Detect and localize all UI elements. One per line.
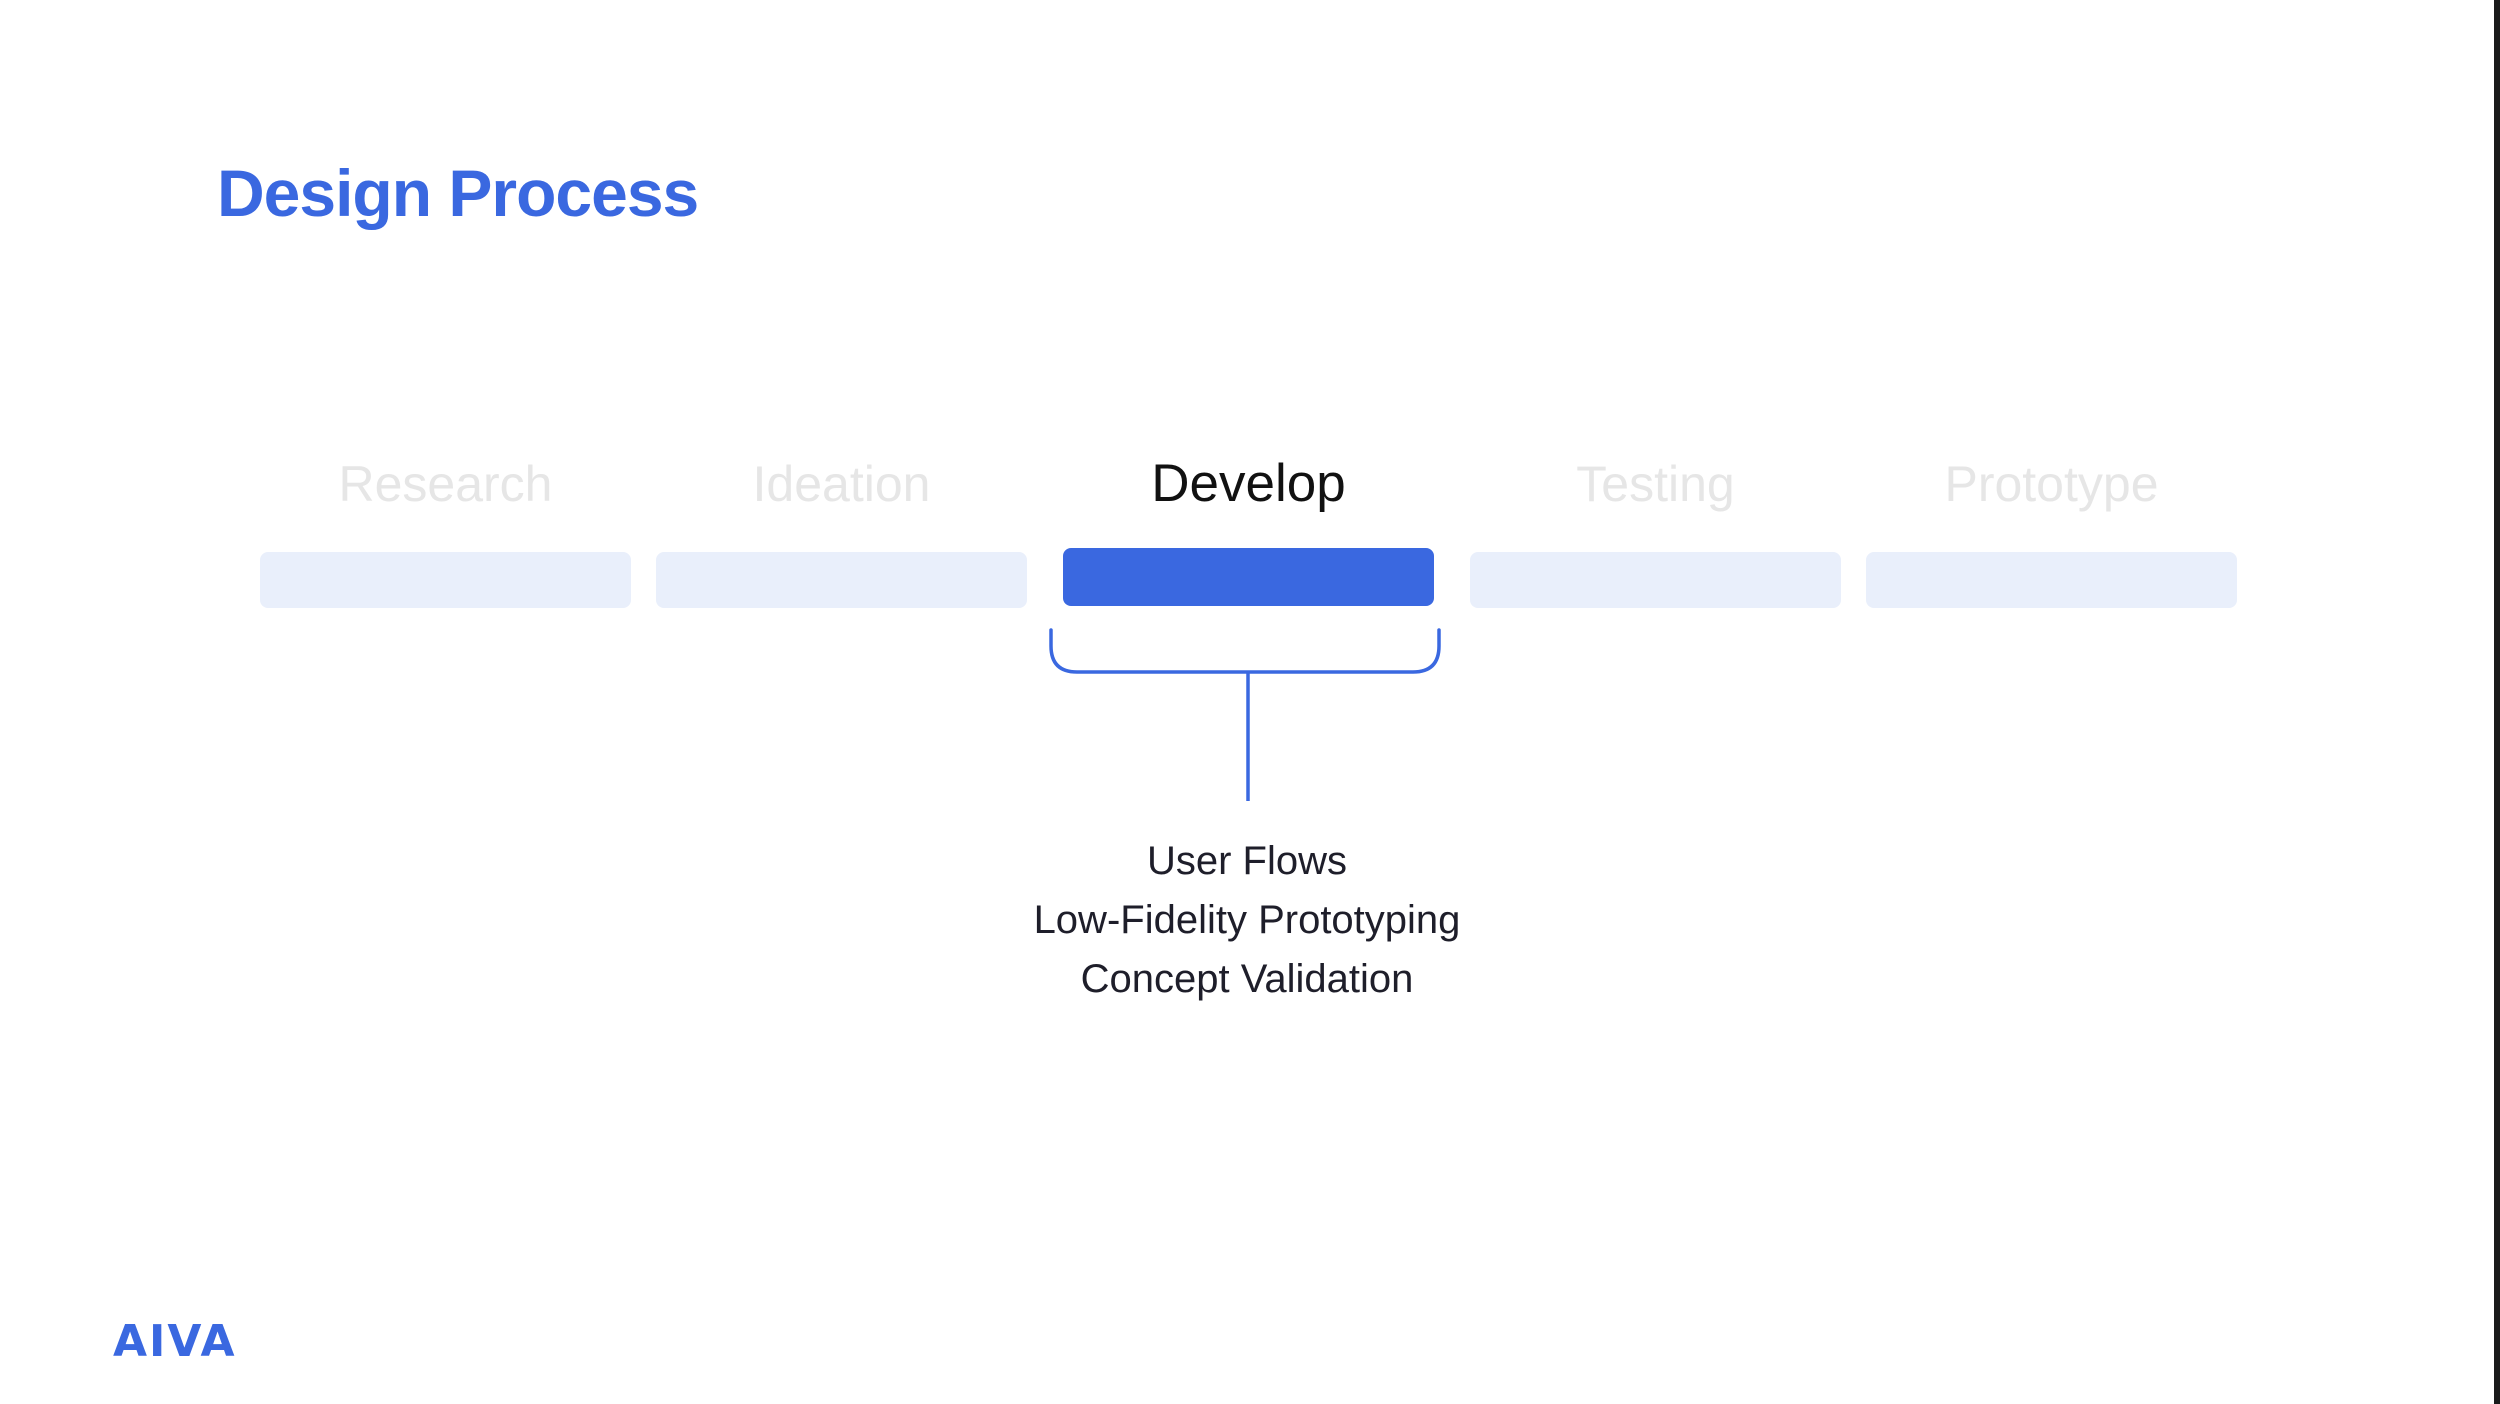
step-bar-testing (1470, 552, 1841, 608)
step-label-testing: Testing (1576, 456, 1735, 512)
slide-edge-divider (2494, 0, 2500, 1404)
detail-item-concept-validation: Concept Validation (1080, 957, 1414, 1001)
detail-item-user-flows: User Flows (1146, 839, 1348, 883)
step-label-research: Research (338, 456, 553, 512)
step-bar-research (260, 552, 631, 608)
detail-item-low-fidelity-prototyping: Low-Fidelity Prototyping (1033, 898, 1461, 942)
step-bar-develop (1063, 548, 1434, 606)
step-bar-ideation (656, 552, 1027, 608)
page-title: Design Process (217, 156, 699, 230)
bracket-connector (1049, 628, 1441, 801)
step-label-develop: Develop (1151, 454, 1346, 513)
step-label-ideation: Ideation (752, 456, 931, 512)
step-label-prototype: Prototype (1944, 456, 2159, 512)
active-step-details: User Flows Low-Fidelity Prototyping Conc… (947, 832, 1547, 1009)
brand-logo: AIVA (113, 1316, 237, 1367)
step-bar-prototype (1866, 552, 2237, 608)
